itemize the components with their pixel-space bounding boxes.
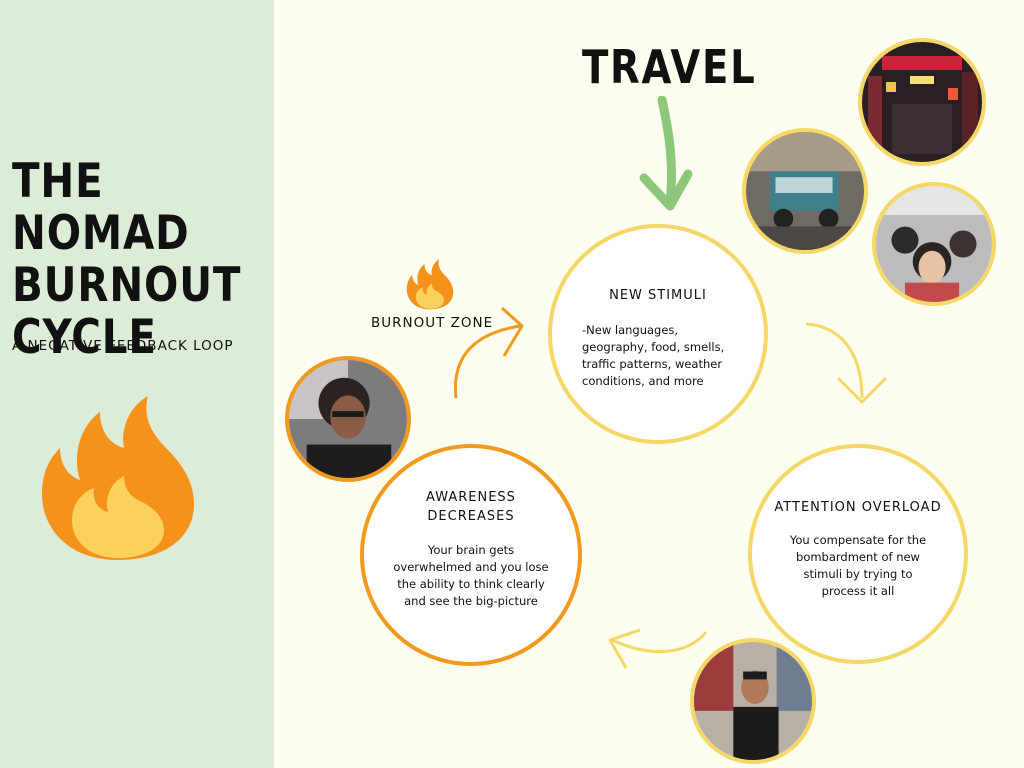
- cycle-arrow-icon: [611, 631, 708, 653]
- photo-stressed-person: [285, 356, 411, 482]
- travel-label: TRAVEL: [582, 40, 757, 94]
- stage-title: ATTENTION OVERLOAD: [774, 500, 942, 515]
- stage-attention-overload: ATTENTION OVERLOAD You compensate for th…: [748, 444, 968, 664]
- left-panel: [0, 0, 274, 768]
- stage-title: NEW STIMULI: [609, 288, 707, 303]
- stage-new-stimuli: NEW STIMULI -New languages, geography, f…: [548, 224, 768, 444]
- travel-arrow-icon: [639, 96, 693, 211]
- photo-person-street: [690, 638, 816, 764]
- stage-awareness-decreases: AWARENESS DECREASES Your brain gets over…: [360, 444, 582, 666]
- cycle-arrow-icon: [805, 322, 864, 399]
- page-subtitle: A NEGATIVE FEEDBACK LOOP: [12, 338, 234, 354]
- burnout-zone-label: BURNOUT ZONE: [371, 315, 494, 331]
- stage-title: AWARENESS DECREASES: [426, 490, 516, 524]
- cycle-arrow-icon: [453, 324, 521, 399]
- burnout-fire-icon: [406, 259, 454, 310]
- page-title: THE NOMAD BURNOUT CYCLE: [12, 154, 242, 365]
- large-fire-icon: [42, 396, 194, 560]
- stage-description: Your brain gets overwhelmed and you lose…: [393, 543, 549, 608]
- stage-description: You compensate for the bombardment of ne…: [789, 533, 927, 598]
- photo-tuk-tuk: [742, 128, 868, 254]
- photo-crowded-train: [872, 182, 996, 306]
- stage-description: -New languages, geography, food, smells,…: [582, 323, 725, 388]
- photo-city-street-night: [858, 38, 986, 166]
